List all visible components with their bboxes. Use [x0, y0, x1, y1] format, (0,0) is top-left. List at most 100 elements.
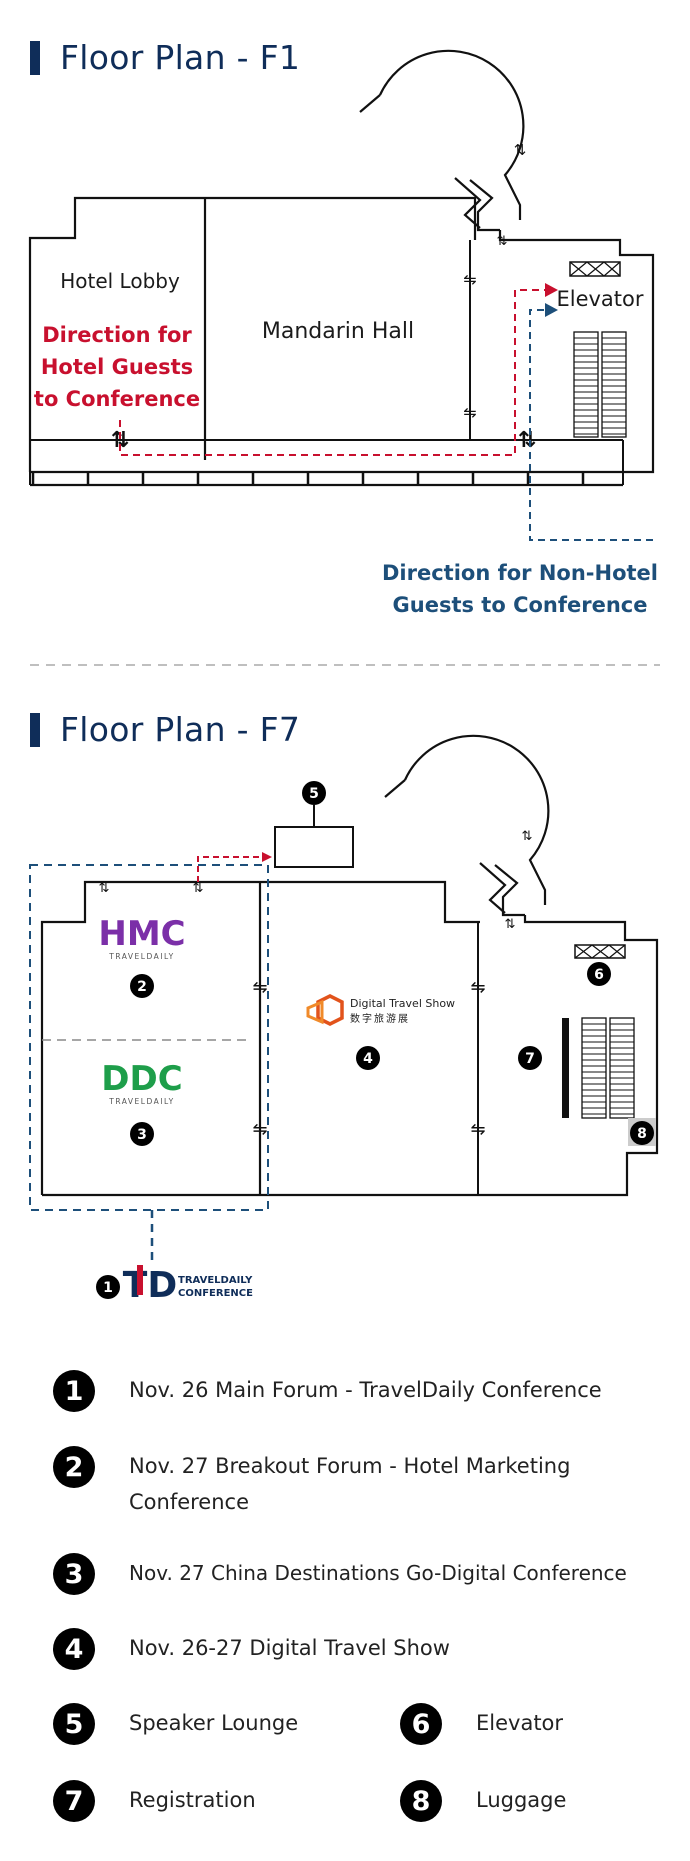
f1-entrance-arrow-icon: ⇅ — [518, 428, 536, 453]
legend-item-7: 7 Registration — [53, 1780, 379, 1822]
f7-corridor-left — [479, 862, 507, 914]
f7-conference-area — [29, 864, 269, 1211]
stair-column — [573, 331, 599, 438]
f1-hotel-direction-line3: to Conference — [34, 387, 200, 411]
f1-corridor-left — [454, 177, 482, 229]
legend-number: 5 — [53, 1703, 95, 1745]
f7-building-outline — [40, 880, 480, 1195]
f1-street-ticks — [31, 472, 585, 485]
legend-number: 7 — [53, 1780, 95, 1822]
td-logo-mark: TD — [123, 1265, 177, 1306]
legend-item-1: 1 Nov. 26 Main Forum - TravelDaily Confe… — [53, 1370, 649, 1412]
f7-building-outline-right — [42, 915, 659, 1197]
f7-speaker-route — [197, 856, 262, 882]
digital-travel-show-logo: Digital Travel Show 数字旅游展 — [306, 994, 455, 1026]
f7-title-text: Floor Plan - F7 — [60, 710, 301, 749]
title-accent-bar — [30, 40, 40, 75]
marker-1: 1 — [96, 1275, 120, 1299]
f7-escalator-icon — [581, 1017, 635, 1119]
svg-text:3: 3 — [137, 1127, 147, 1143]
f7-door-arrow-icon: ⇋ — [470, 977, 485, 998]
marker-4: 4 — [356, 1046, 380, 1070]
f1-door-arrow-icon: ⇋ — [463, 403, 476, 422]
f7-elevator-icon — [574, 944, 626, 959]
legend-label: Registration — [129, 1788, 256, 1812]
legend-label: Nov. 27 Breakout Forum - Hotel Marketing… — [129, 1454, 571, 1514]
svg-text:6: 6 — [594, 967, 604, 983]
svg-text:1: 1 — [103, 1280, 113, 1296]
td-logo-line2: CONFERENCE — [178, 1288, 253, 1299]
legend-number: 2 — [53, 1446, 95, 1488]
hmc-logo-sub: TRAVELDAILY — [108, 952, 174, 961]
td-logo-line1: TRAVELDAILY — [178, 1275, 253, 1286]
f1-corridor-right — [469, 179, 500, 232]
dts-mark-icon — [306, 994, 344, 1026]
legend-item-8: 8 Luggage — [400, 1780, 676, 1822]
f1-escalator-icon — [573, 331, 627, 438]
ddc-logo: DDC TRAVELDAILY — [101, 1059, 182, 1106]
legend-item-6: 6 Elevator — [400, 1703, 676, 1745]
f1-door-arrow-icon: ⇋ — [463, 270, 476, 289]
f1-hotel-guest-route — [119, 289, 545, 456]
f1-title: Floor Plan - F1 — [30, 38, 300, 77]
ddc-logo-sub: TRAVELDAILY — [108, 1097, 174, 1106]
f1-elevator-icon — [569, 261, 621, 277]
legend-label: Luggage — [476, 1788, 567, 1812]
f7-door-arrow-icon: ⇋ — [470, 1119, 485, 1140]
f1-non-hotel-direction-line1: Direction for Non-Hotel — [382, 561, 658, 585]
dts-logo-cn: 数字旅游展 — [350, 1012, 410, 1025]
legend-label: Nov. 26-27 Digital Travel Show — [129, 1636, 450, 1660]
f1-hotel-direction-line2: Hotel Guests — [41, 355, 193, 379]
f1-building-outline — [28, 196, 477, 472]
legend-number: 8 — [400, 1780, 442, 1822]
red-arrowhead-icon — [262, 852, 272, 862]
legend-number: 1 — [53, 1370, 95, 1412]
hmc-logo-text: HMC — [98, 914, 185, 954]
f1-hotel-lobby-label: Hotel Lobby — [60, 269, 180, 293]
traveldaily-conference-logo: TD TRAVELDAILY CONFERENCE — [123, 1265, 253, 1306]
svg-text:2: 2 — [137, 979, 147, 995]
legend-item-4: 4 Nov. 26-27 Digital Travel Show — [53, 1628, 629, 1670]
registration-desk — [562, 1018, 569, 1118]
td-logo-red-bar — [137, 1265, 143, 1295]
legend-number: 3 — [53, 1553, 95, 1595]
legend-label: Nov. 26 Main Forum - TravelDaily Confere… — [129, 1378, 602, 1402]
f7-escalator-arrow-icon: ⇅ — [193, 881, 204, 896]
legend-label: Elevator — [476, 1711, 564, 1735]
blue-arrowhead-icon — [545, 303, 558, 317]
f1-mandarin-hall-label: Mandarin Hall — [262, 319, 414, 344]
legend-item-3: 3 Nov. 27 China Destinations Go-Digital … — [53, 1553, 689, 1595]
f7-door-arrow-icon: ⇋ — [252, 977, 267, 998]
marker-2: 2 — [130, 974, 154, 998]
marker-3: 3 — [130, 1122, 154, 1146]
f7-door-arrow-icon: ⇋ — [252, 1119, 267, 1140]
f1-rotunda-outer — [378, 49, 525, 220]
f7-escalator-arrow-icon: ⇅ — [522, 829, 533, 844]
ddc-logo-text: DDC — [101, 1059, 182, 1099]
svg-text:5: 5 — [309, 786, 319, 802]
stair-column — [581, 1017, 607, 1119]
title-accent-bar — [30, 712, 40, 747]
hmc-logo: HMC TRAVELDAILY — [98, 914, 185, 961]
f7-rotunda-outer — [403, 734, 550, 905]
f7-corridor-right — [494, 864, 525, 917]
dts-logo-en: Digital Travel Show — [350, 997, 455, 1010]
f7-title: Floor Plan - F7 — [30, 710, 300, 749]
f1-escalator-arrow-icon: ⇅ — [514, 141, 527, 159]
svg-text:8: 8 — [637, 1126, 647, 1142]
speaker-lounge-room — [274, 826, 354, 868]
f7-rotunda-entry — [384, 779, 406, 798]
legend-label: Speaker Lounge — [129, 1711, 299, 1735]
f1-building-outline-right — [30, 230, 655, 474]
red-arrowhead-icon — [545, 283, 558, 297]
f7-escalator-arrow-icon: ⇅ — [99, 881, 110, 896]
legend-item-5: 5 Speaker Lounge — [53, 1703, 379, 1745]
f1-rotunda-entry — [359, 94, 381, 113]
f1-non-hotel-direction-line2: Guests to Conference — [393, 593, 648, 617]
stair-column — [601, 331, 627, 438]
f1-title-text: Floor Plan - F1 — [60, 38, 301, 77]
legend-number: 4 — [53, 1628, 95, 1670]
f1-floor-plan: ⇋ ⇋ ⇅ ⇅ ⇅ ⇅ Hotel Lobby Mandarin Hall El… — [28, 49, 660, 666]
f7-escalator-arrow-icon: ⇅ — [505, 917, 516, 932]
f1-hotel-direction-line1: Direction for — [42, 323, 192, 347]
